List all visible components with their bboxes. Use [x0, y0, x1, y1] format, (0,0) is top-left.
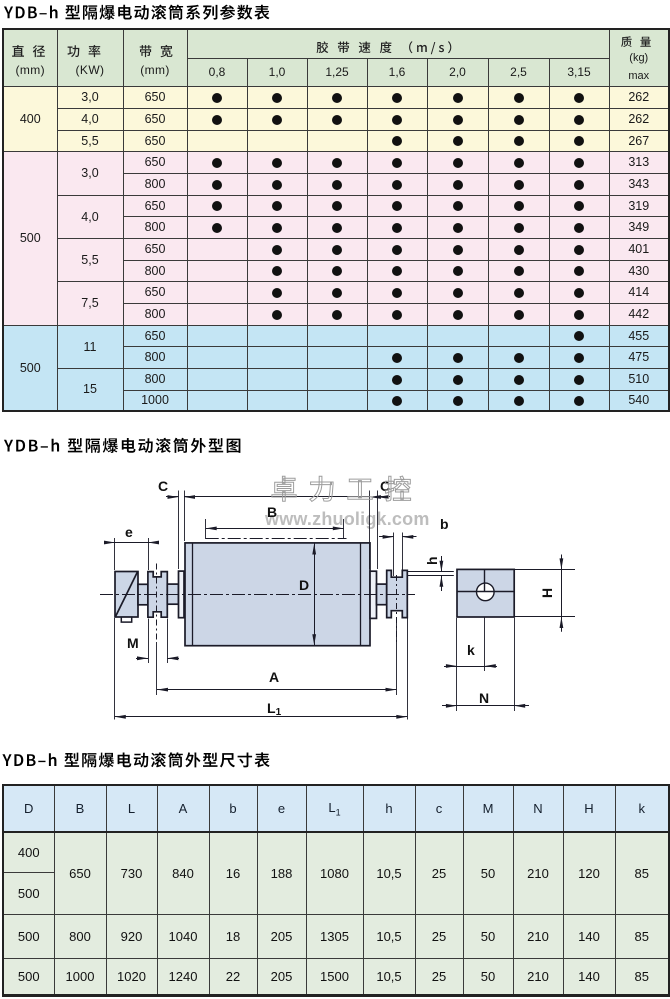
svg-text:A: A — [269, 669, 279, 685]
svg-text:b: b — [440, 516, 449, 532]
svg-text:H: H — [539, 588, 555, 598]
svg-text:C: C — [380, 478, 390, 494]
svg-text:D: D — [299, 577, 309, 593]
svg-text:h: h — [424, 556, 440, 565]
svg-text:M: M — [127, 635, 139, 651]
svg-text:e: e — [125, 524, 133, 540]
svg-text:B: B — [267, 504, 277, 520]
svg-text:C: C — [158, 478, 168, 494]
svg-text:L1: L1 — [267, 700, 282, 718]
svg-text:k: k — [467, 642, 475, 658]
svg-text:www.zhuoligk.com: www.zhuoligk.com — [264, 509, 430, 529]
svg-text:N: N — [479, 690, 489, 706]
